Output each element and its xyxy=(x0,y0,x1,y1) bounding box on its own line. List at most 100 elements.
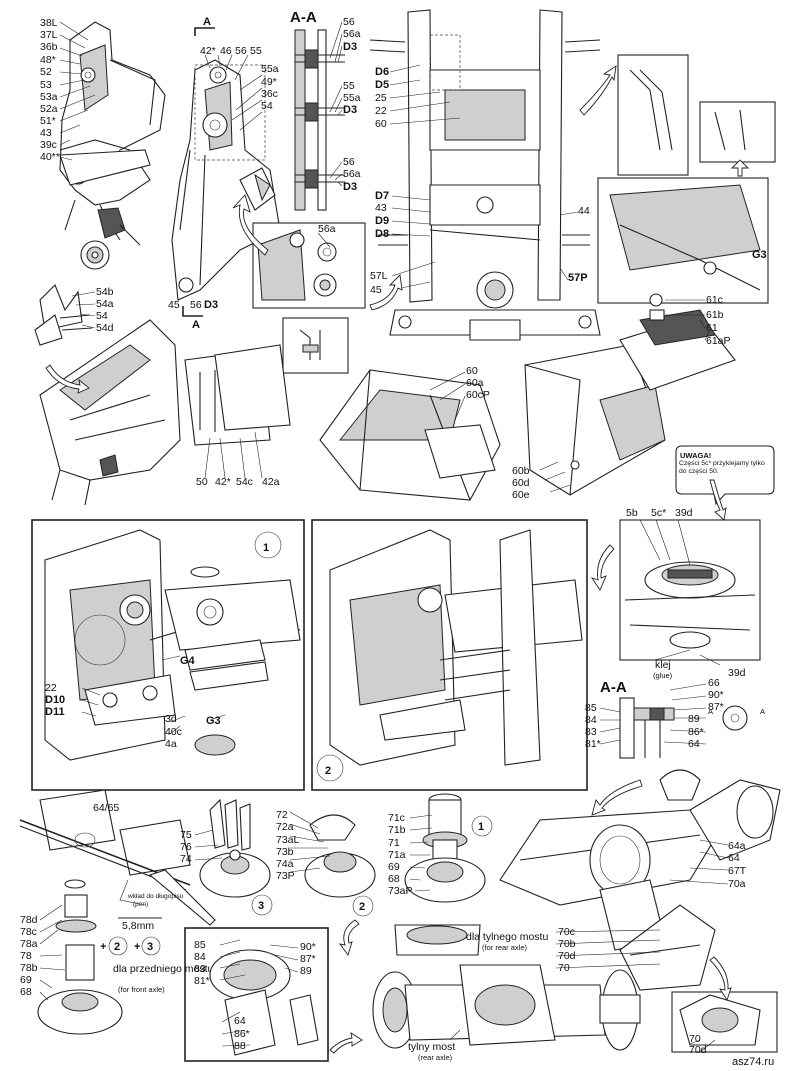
label-d7: D7 xyxy=(375,190,389,202)
section-label-56-2: 56 xyxy=(343,156,355,168)
label-60e: 60e xyxy=(512,489,530,501)
note-text: Części 5c* przyklejamy tylko do części 5… xyxy=(679,460,765,475)
label-57l: 57L xyxy=(370,270,388,282)
top-right-details xyxy=(597,54,776,304)
label-25: 25 xyxy=(375,92,387,104)
cover-box xyxy=(524,293,736,496)
left-arm-assembly xyxy=(59,21,166,270)
label-39d-detail: 39d xyxy=(728,667,746,679)
section-view-strip xyxy=(294,21,345,211)
marker-a-left: A xyxy=(708,707,713,716)
circle-step-1: 1 xyxy=(478,821,484,833)
label-73p: 73P xyxy=(276,870,295,882)
label-73al: 73aL xyxy=(276,834,300,846)
label-64-65: 64/65 xyxy=(93,802,119,814)
rear-axle-label: tylny most xyxy=(408,1041,455,1053)
section-label-d3-3: D3 xyxy=(343,181,357,193)
hub-1 xyxy=(394,793,493,956)
hub-2 xyxy=(289,811,376,917)
glue-label: klej xyxy=(655,659,671,671)
label-84: 84 xyxy=(585,714,597,726)
step-2-panel xyxy=(311,519,588,791)
marker-a-right: A xyxy=(760,707,765,716)
label-detail-56a: 56a xyxy=(318,223,336,235)
front-axle-note: dla przedniego mostu xyxy=(113,963,214,975)
label-51: 51* xyxy=(40,115,56,127)
glue-detail xyxy=(619,519,761,666)
label-36c: 36c xyxy=(261,88,278,100)
label-61c: 61c xyxy=(706,294,723,306)
front-axle-note-en: (for front axle) xyxy=(118,985,165,994)
label-60d: 60d xyxy=(512,477,530,489)
label-73b: 73b xyxy=(276,846,294,858)
label-g3-step1: G3 xyxy=(206,715,221,727)
label-49: 49* xyxy=(261,76,277,88)
boom-panel-assembly xyxy=(39,319,291,506)
label-84-bottom: 84 xyxy=(194,951,206,963)
label-52: 52 xyxy=(40,66,52,78)
label-54c: 54c xyxy=(236,476,253,488)
label-70-corner: 70 xyxy=(689,1033,701,1045)
label-73ap: 73aP xyxy=(388,885,413,897)
section-marker-bottom: A xyxy=(192,319,200,331)
label-72a: 72a xyxy=(276,821,294,833)
label-g3-top: G3 xyxy=(752,249,767,261)
label-d9: D9 xyxy=(375,215,389,227)
pen-note: wkład do długopisu xyxy=(127,893,184,900)
label-45: 45 xyxy=(168,299,180,311)
label-56-bottom: 56 xyxy=(190,299,202,311)
label-76: 76 xyxy=(180,841,192,853)
label-55a: 55a xyxy=(261,63,279,75)
label-68-front: 68 xyxy=(20,986,32,998)
label-5c: 5c* xyxy=(651,507,666,519)
label-81-bottom: 81* xyxy=(194,975,210,987)
label-69: 69 xyxy=(388,861,400,873)
label-5b: 5b xyxy=(626,507,638,519)
watermark: asz74.ru xyxy=(732,1056,774,1068)
label-81: 81* xyxy=(585,738,601,750)
label-70a: 70a xyxy=(728,878,746,890)
bracket-detail xyxy=(282,317,349,374)
rear-axle-housing xyxy=(499,769,781,991)
section-label-55: 55 xyxy=(343,80,355,92)
label-83-bottom: 83 xyxy=(194,963,206,975)
label-70c: 70c xyxy=(558,926,575,938)
label-43: 43 xyxy=(40,127,52,139)
label-71a: 71a xyxy=(388,849,406,861)
bottom-wheel-detail xyxy=(184,927,329,1062)
label-56: 56 xyxy=(235,45,247,57)
label-69-front: 69 xyxy=(20,974,32,986)
label-78b: 78b xyxy=(20,962,38,974)
label-68: 68 xyxy=(388,873,400,885)
label-38l: 38L xyxy=(40,17,58,29)
label-45-frame: 45 xyxy=(370,284,382,296)
label-64a: 64a xyxy=(728,840,746,852)
note-text-wrap: Części 5c* przyklejamy tylko do części 5… xyxy=(679,460,765,475)
label-64-aa: 64 xyxy=(688,738,700,750)
section-label-d3-2: D3 xyxy=(343,104,357,116)
label-42: 42* xyxy=(200,45,216,57)
label-37l: 37L xyxy=(40,29,58,41)
plus-step-2: 2 xyxy=(114,941,120,953)
label-61: 61 xyxy=(706,322,718,334)
label-78d: 78d xyxy=(20,914,38,926)
dim-5-8mm: 5,8mm xyxy=(122,920,154,932)
pen-note-en: (pen) xyxy=(133,901,148,908)
label-54d: 54d xyxy=(96,322,114,334)
shaft-64-65 xyxy=(19,789,216,926)
label-60b: 60b xyxy=(512,465,530,477)
step-2-number: 2 xyxy=(325,765,331,777)
label-72: 72 xyxy=(276,809,288,821)
step-1-panel xyxy=(31,519,305,791)
label-70d-corner: 70d xyxy=(689,1044,707,1056)
label-60a: 60a xyxy=(466,377,484,389)
label-89-bottom: 89 xyxy=(300,965,312,977)
corner-detail xyxy=(671,991,778,1053)
label-4a: 4a xyxy=(165,738,177,750)
label-60-cover: 60 xyxy=(466,365,478,377)
detail-box-56a xyxy=(252,222,366,309)
label-40: 40** xyxy=(40,151,60,163)
label-d6: D6 xyxy=(375,66,389,78)
label-70: 70 xyxy=(558,962,570,974)
label-74a: 74a xyxy=(276,858,294,870)
